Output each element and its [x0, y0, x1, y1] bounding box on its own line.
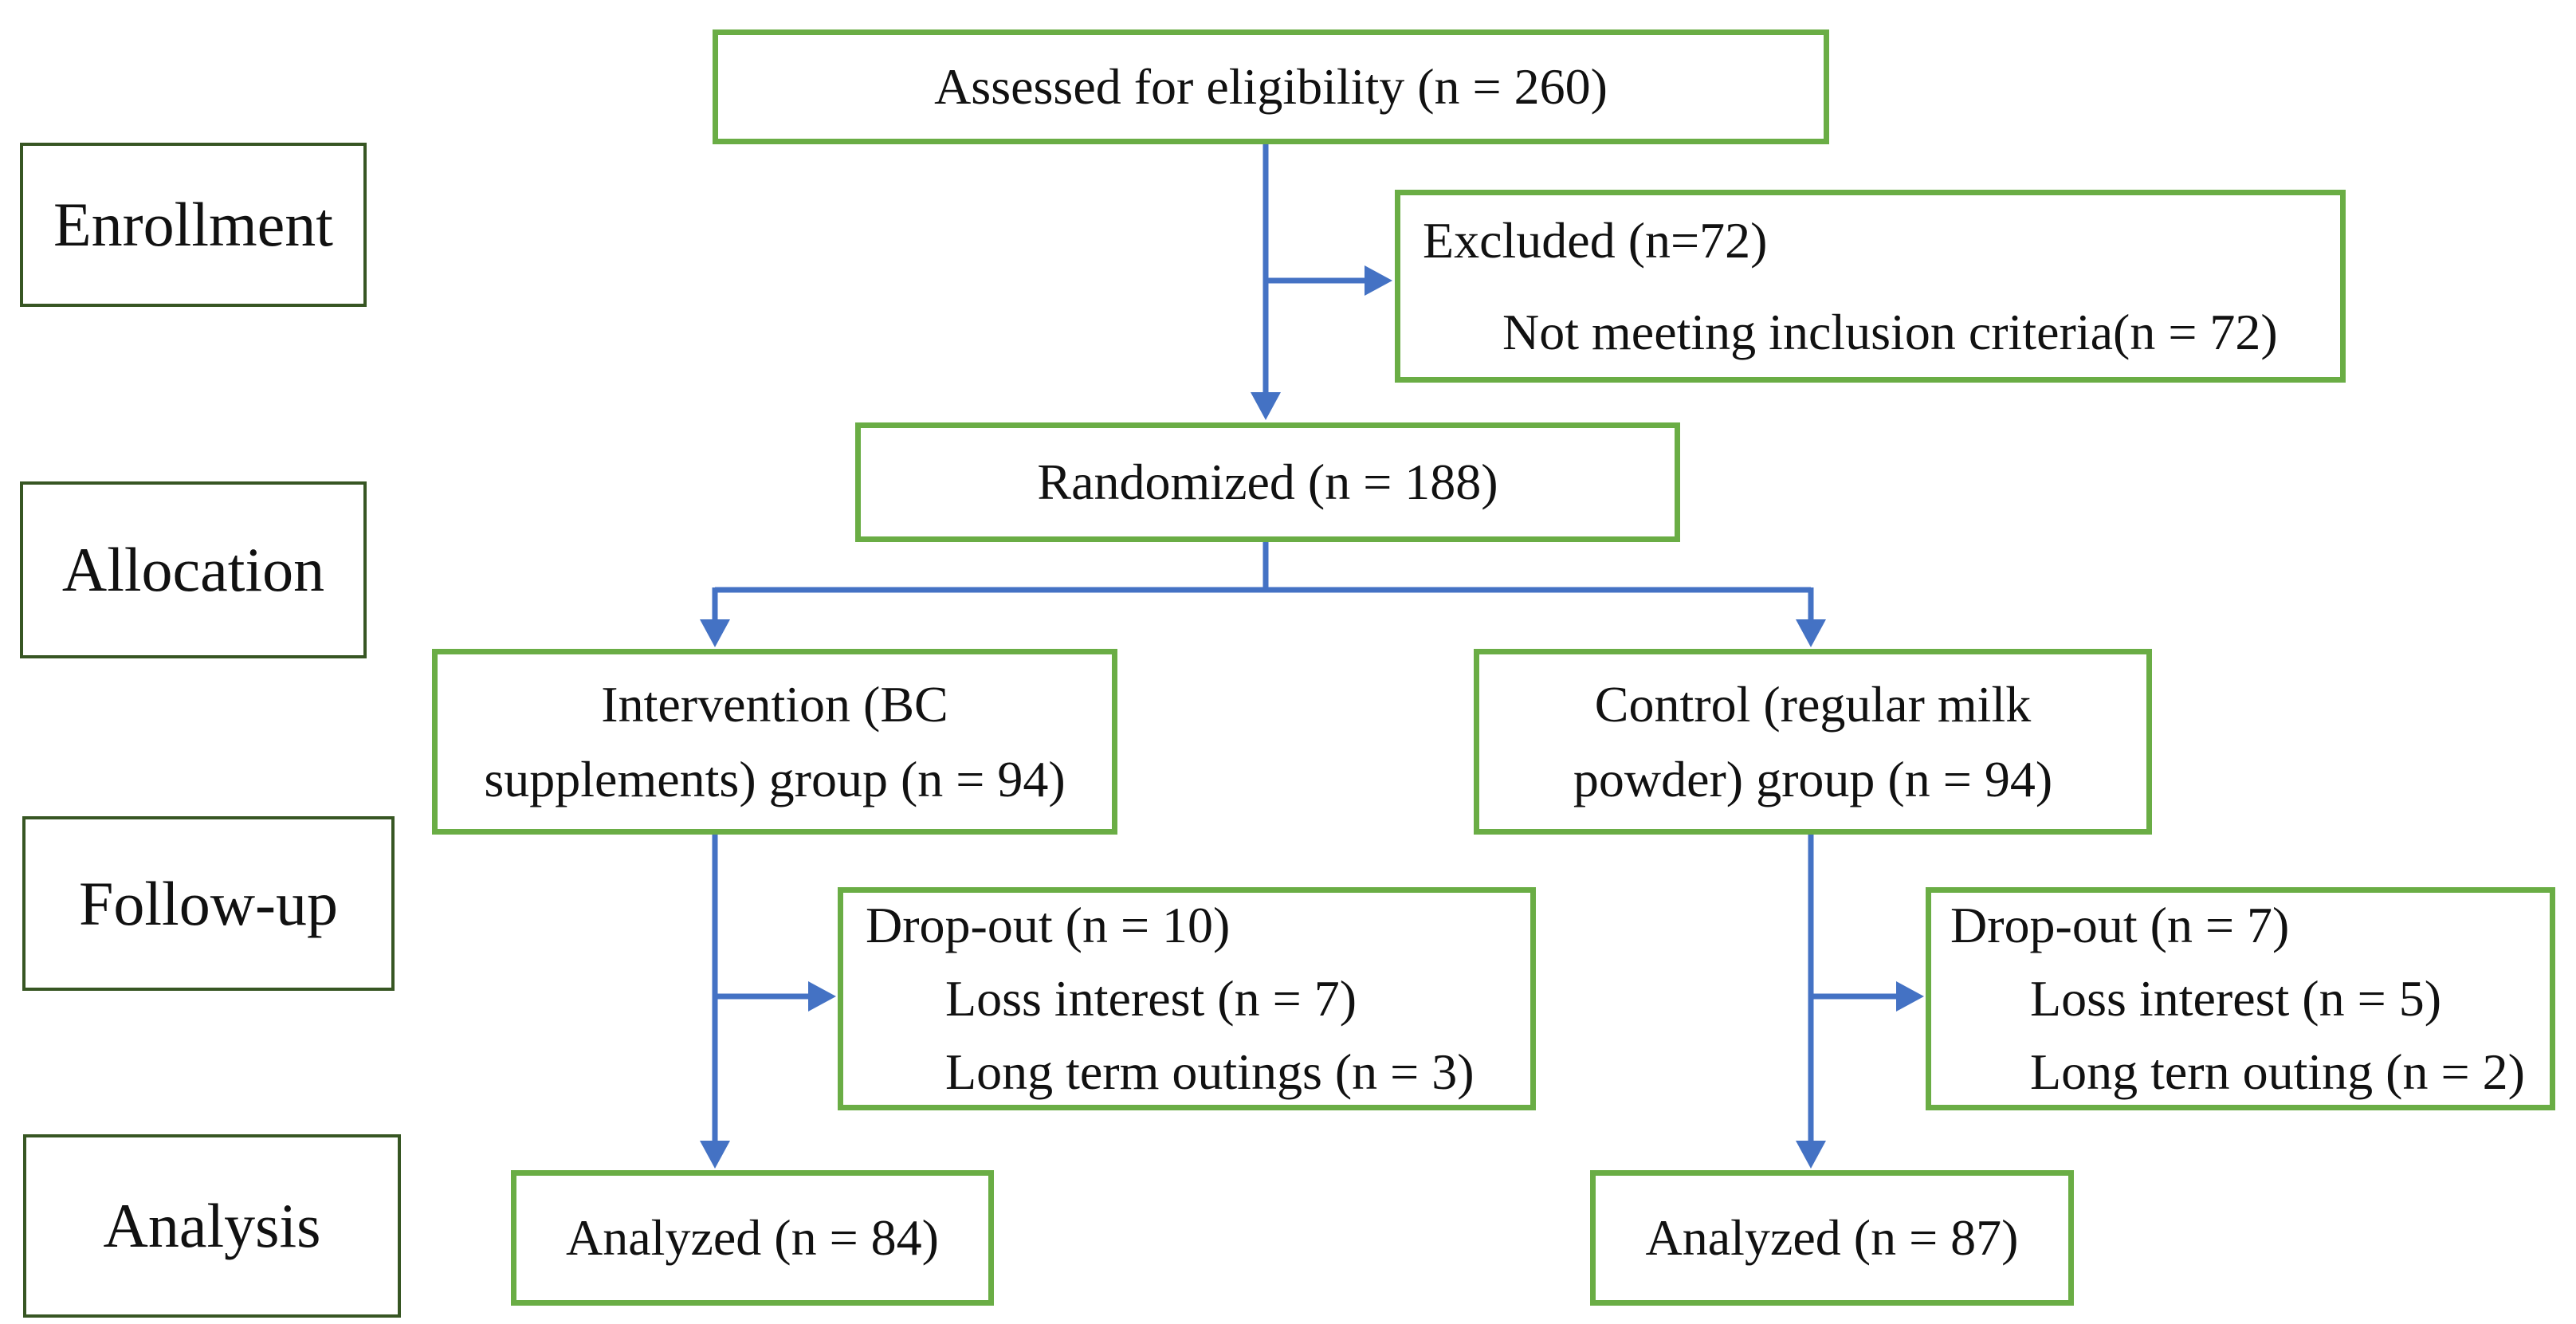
dropout-control-reason1: Loss interest (n = 5) — [2030, 970, 2441, 1027]
analyzed-control-text: Analyzed (n = 87) — [1645, 1209, 2019, 1266]
excluded-reason: Not meeting inclusion criteria(n = 72) — [1502, 304, 2278, 360]
excluded-title: Excluded (n=72) — [1423, 212, 1768, 269]
stage-label-analysis: Analysis — [23, 1134, 401, 1318]
connector-split-to-intervention — [700, 587, 730, 647]
connector-randomized-split — [715, 542, 1811, 593]
intervention-group-line1: Intervention (BC — [601, 675, 948, 733]
excluded-box: Excluded (n=72) Not meeting inclusion cr… — [1395, 190, 2346, 383]
randomized-box: Randomized (n = 188) — [855, 422, 1680, 542]
connector-branch-to-excluded — [1266, 265, 1392, 296]
analyzed-intervention-text: Analyzed (n = 84) — [566, 1209, 939, 1266]
control-group-line2: powder) group (n = 94) — [1573, 750, 2053, 807]
stage-label-analysis-text: Analysis — [103, 1191, 321, 1260]
stage-label-enrollment: Enrollment — [20, 143, 367, 307]
analyzed-intervention-box: Analyzed (n = 84) — [511, 1170, 994, 1306]
connector-intervention-to-analyzed — [700, 835, 730, 1169]
connector-split-to-control — [1796, 587, 1826, 647]
analyzed-control-box: Analyzed (n = 87) — [1590, 1170, 2074, 1306]
connector-intervention-to-dropout — [715, 981, 836, 1012]
stage-label-allocation: Allocation — [20, 481, 367, 658]
stage-label-followup: Follow-up — [22, 816, 395, 991]
dropout-control-title: Drop-out (n = 7) — [1950, 897, 2290, 953]
dropout-intervention-reason2: Long term outings (n = 3) — [945, 1043, 1475, 1100]
connector-control-to-analyzed — [1796, 835, 1826, 1169]
dropout-intervention-title: Drop-out (n = 10) — [866, 897, 1231, 953]
assessed-eligibility-text: Assessed for eligibility (n = 260) — [934, 58, 1608, 115]
stage-label-enrollment-text: Enrollment — [53, 190, 333, 259]
connector-control-to-dropout — [1811, 981, 1924, 1012]
dropout-intervention-reason1: Loss interest (n = 7) — [945, 970, 1357, 1027]
stage-label-followup-text: Follow-up — [78, 868, 339, 938]
assessed-eligibility-box: Assessed for eligibility (n = 260) — [713, 29, 1829, 144]
randomized-text: Randomized (n = 188) — [1037, 454, 1498, 510]
control-group-line1: Control (regular milk — [1594, 675, 2032, 733]
control-group-box: Control (regular milk powder) group (n =… — [1474, 649, 2152, 835]
connector-assessed-to-randomized — [1251, 144, 1281, 420]
dropout-control-reason2: Long tern outing (n = 2) — [2030, 1043, 2525, 1100]
dropout-intervention-box: Drop-out (n = 10) Loss interest (n = 7) … — [838, 887, 1536, 1110]
dropout-control-box: Drop-out (n = 7) Loss interest (n = 5) L… — [1926, 887, 2555, 1110]
stage-label-allocation-text: Allocation — [61, 535, 325, 604]
intervention-group-box: Intervention (BC supplements) group (n =… — [432, 649, 1117, 835]
intervention-group-line2: supplements) group (n = 94) — [484, 750, 1066, 807]
